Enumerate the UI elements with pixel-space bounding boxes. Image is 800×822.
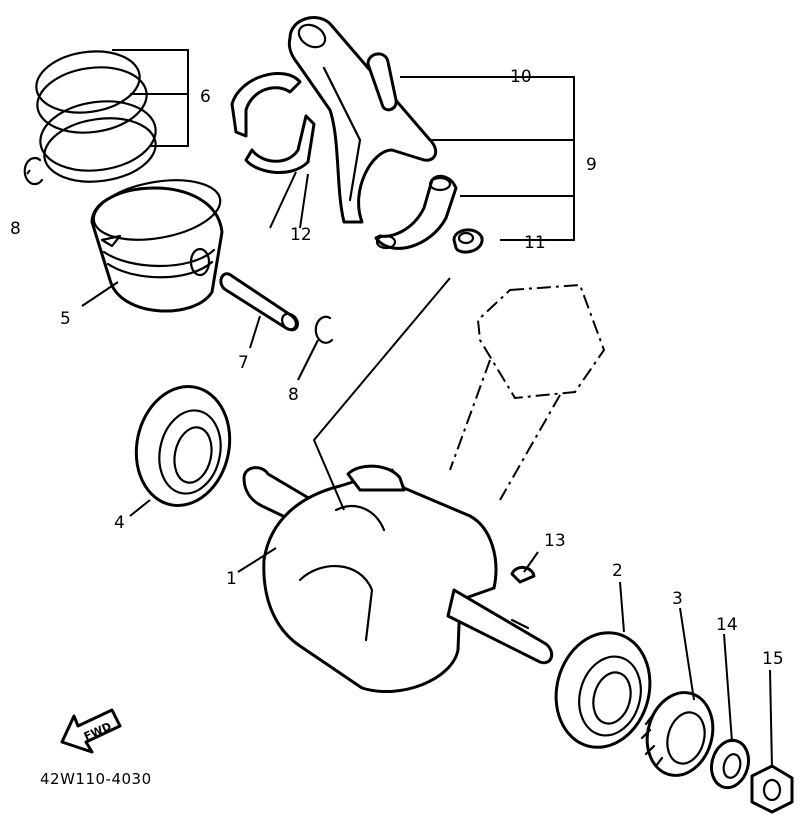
callout-9: 9 [586,155,597,175]
callout-8-left: 8 [10,219,21,239]
washer [710,738,750,790]
crankshaft-nut [750,764,794,814]
left-main-bearing [134,385,232,507]
callout-3: 3 [672,589,683,609]
callout-2: 2 [612,561,623,581]
piston-rings [35,50,157,183]
primary-drive-gear [640,691,715,777]
callout-11: 11 [524,233,546,253]
connecting-rod-bearings [230,72,316,175]
callout-14: 14 [716,615,738,635]
callout-6: 6 [200,87,211,107]
callout-7: 7 [238,353,249,373]
callout-8-right: 8 [288,385,299,405]
right-main-bearing [554,631,652,749]
callout-15: 15 [762,649,784,669]
crankshaft [242,464,554,693]
drawing-number: 42W110-4030 [40,770,152,788]
callout-1: 1 [226,569,237,589]
leader-lines [26,49,773,769]
connecting-rod-bolt [366,52,398,112]
circlip-left [23,157,44,186]
piston-pin [219,272,299,332]
forward-direction-arrow: FWD [60,708,122,754]
callout-10: 10 [510,67,532,87]
callout-13: 13 [544,531,566,551]
piston [90,179,224,313]
connecting-rod-nut [452,228,484,254]
callout-4: 4 [114,513,125,533]
circlip-right [314,315,334,344]
phantom-piston-outline [449,283,606,501]
connecting-rod [287,16,458,250]
callout-labels: 1 2 3 4 5 6 7 8 8 9 10 11 12 13 14 15 [10,67,784,669]
callout-12: 12 [290,225,312,245]
callout-5: 5 [60,309,71,329]
woodruff-key [510,566,536,584]
